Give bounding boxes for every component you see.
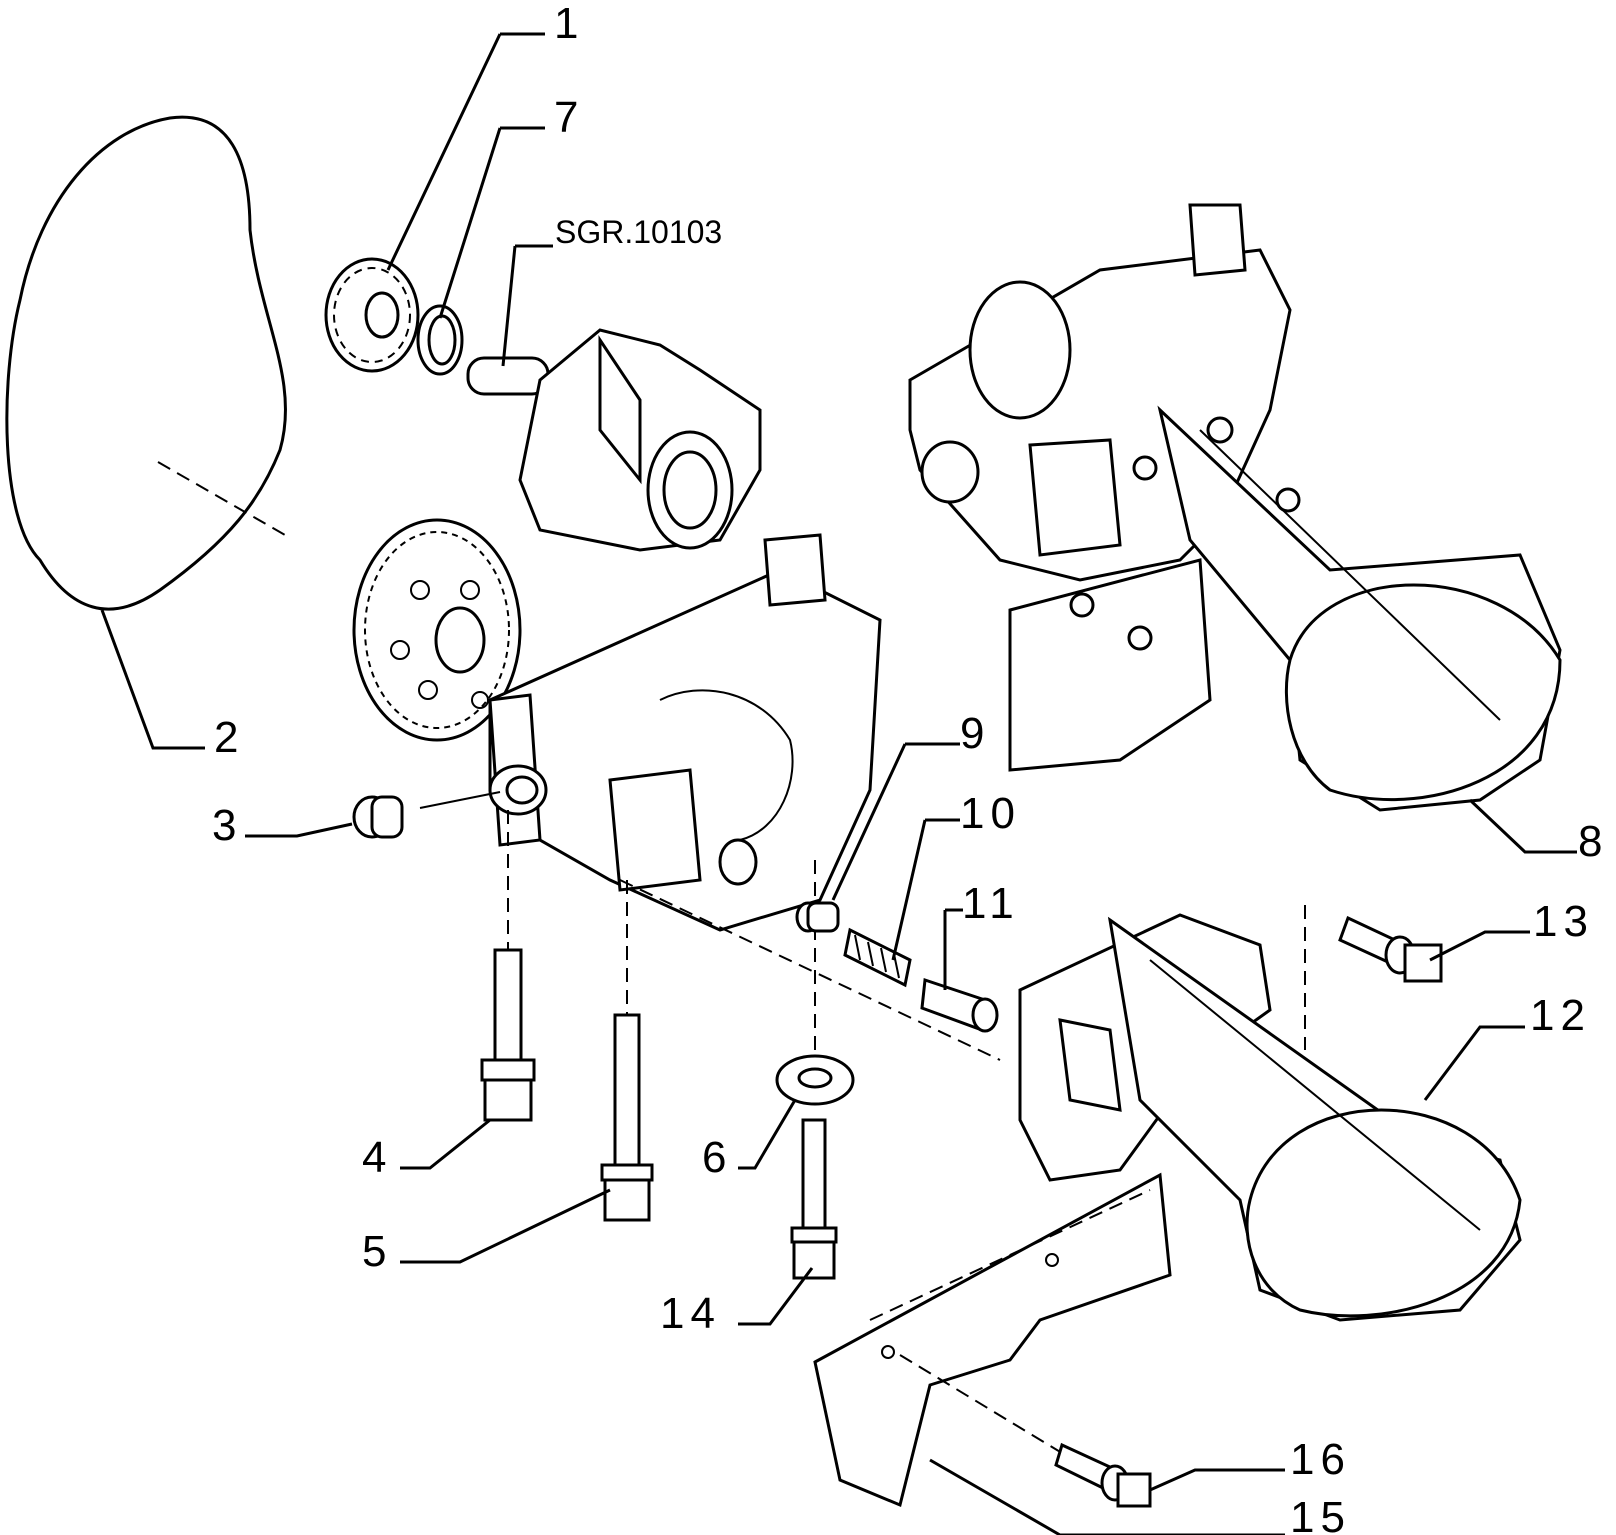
bolt-13 — [1304, 905, 1443, 1050]
callout-7: 7 — [554, 93, 584, 142]
washer — [775, 860, 855, 1106]
callout-11: 11 — [962, 879, 1020, 928]
seal-ring — [416, 304, 464, 376]
callout-12: 12 — [1530, 991, 1591, 1040]
callout-5: 5 — [362, 1227, 392, 1276]
relief-valve — [795, 901, 999, 1033]
callout-6: 6 — [702, 1133, 732, 1182]
callout-16: 16 — [1290, 1435, 1351, 1484]
leader-lines — [100, 32, 1577, 1535]
crankshaft — [466, 328, 762, 552]
callout-10: 10 — [960, 789, 1021, 838]
callout-labels: 1 7 2 3 4 5 6 14 9 10 11 8 13 12 16 15 S… — [212, 0, 1608, 1535]
callout-8: 8 — [1578, 817, 1608, 866]
pump-housing-pickup — [1018, 913, 1522, 1322]
bolt-5 — [600, 880, 654, 1222]
callout-4: 4 — [362, 1133, 392, 1182]
callout-9: 9 — [960, 709, 990, 758]
timing-chain — [5, 115, 288, 611]
bolt-16 — [1054, 1442, 1152, 1508]
callout-15: 15 — [1290, 1493, 1351, 1535]
plug — [352, 791, 501, 839]
reference-code: SGR.10103 — [555, 214, 722, 250]
callout-13: 13 — [1533, 897, 1594, 946]
crank-sprocket — [324, 257, 420, 373]
callout-3: 3 — [212, 801, 242, 850]
oil-pump-assembly — [908, 203, 1562, 812]
bolt-14 — [790, 1118, 838, 1280]
callout-1: 1 — [554, 0, 584, 48]
cover-plate — [813, 1172, 1172, 1508]
callout-2: 2 — [214, 713, 244, 762]
oil-pump-body — [488, 533, 1001, 1061]
pump-drive-gear — [352, 518, 522, 742]
callout-14: 14 — [660, 1289, 721, 1338]
bolt-4 — [480, 810, 536, 1122]
